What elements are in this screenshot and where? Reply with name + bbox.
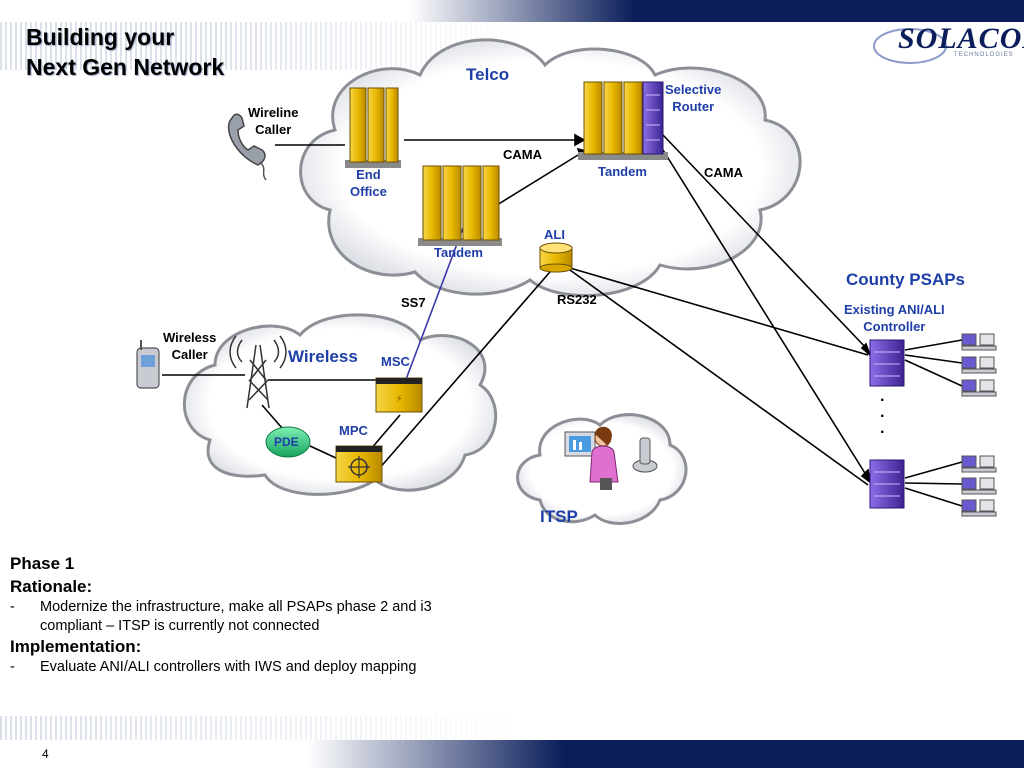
cell-phone-icon	[136, 340, 160, 389]
rationale-item-line-2: compliant – ITSP is currently not connec…	[40, 618, 320, 634]
slide-title-line-1: Building your	[26, 24, 175, 50]
mpc-server-icon	[335, 445, 383, 483]
psap-console-icon	[961, 356, 997, 374]
psap-console-icon	[961, 379, 997, 397]
controller-label: Existing ANI/ALI Controller	[844, 301, 945, 335]
ani-ali-controller-icon	[869, 339, 905, 387]
cama-label-2: CAMA	[704, 165, 743, 180]
ellipsis-dots: · · ·	[880, 393, 885, 441]
end-office-label-line-1: End	[356, 167, 381, 182]
psap-console-icon	[961, 499, 997, 517]
phase-content: Phase 1 Rationale: - Modernize the infra…	[10, 552, 570, 677]
wireline-caller-label: Wireline Caller	[248, 104, 298, 138]
link-tower-pde	[261, 404, 283, 429]
msc-label: MSC	[381, 354, 410, 369]
bottom-banner	[0, 740, 1024, 768]
controller-label-line-2: Controller	[863, 319, 926, 334]
psap-console-icon	[961, 333, 997, 351]
bottom-pattern	[0, 716, 520, 740]
network-diagram: ⚡	[136, 38, 997, 525]
dot-3: ·	[880, 424, 886, 441]
link-ss7	[404, 227, 464, 383]
mpc-label: MPC	[339, 423, 368, 438]
page-number: 4	[42, 747, 49, 761]
link-router-ctrl2	[657, 141, 869, 479]
phase-title: Phase 1	[10, 554, 75, 573]
psap-console-icon	[961, 455, 997, 473]
wireless-caller-label: Wireless Caller	[163, 329, 216, 363]
tandem-upper-label: Tandem	[598, 164, 647, 179]
top-banner	[0, 0, 1024, 22]
ss7-label: SS7	[401, 295, 426, 310]
link-router-ctrl1	[662, 134, 869, 351]
end-office-label: End Office	[350, 166, 387, 200]
wireless-caller-label-line-1: Wireless	[163, 330, 217, 345]
rationale-title: Rationale:	[10, 577, 93, 596]
link-ali-ctrl1	[569, 267, 869, 356]
selective-router-label-line-1: Selective	[665, 82, 722, 97]
solacom-logo-icon	[873, 28, 947, 64]
implementation-item-text: Evaluate ANI/ALI controllers with IWS an…	[40, 659, 417, 675]
itsp-label: ITSP	[540, 507, 578, 526]
wireline-caller-label-line-2: Caller	[255, 122, 292, 137]
selective-router-label: Selective Router	[665, 81, 721, 115]
link-tandem2-tandem	[496, 154, 579, 206]
county-psaps-label: County PSAPs	[846, 270, 966, 289]
rationale-item-line-1: Modernize the infrastructure, make all P…	[40, 599, 432, 615]
itsp-operator-icon	[564, 426, 658, 490]
wireless-caller-label-line-2: Caller	[171, 347, 208, 362]
psap-console-icon	[961, 477, 997, 495]
dot-2: ·	[880, 408, 886, 425]
end-office-server-icon	[345, 87, 401, 168]
dot-1: ·	[880, 392, 886, 409]
end-office-label-line-2: Office	[350, 184, 387, 199]
cama-label-1: CAMA	[503, 147, 542, 162]
implementation-item: - Evaluate ANI/ALI controllers with IWS …	[10, 658, 570, 677]
rs232-label: RS232	[557, 292, 597, 307]
logo-subtext: TECHNOLOGIES	[954, 52, 1014, 58]
pde-node-icon	[265, 426, 311, 458]
tandem-server-upper-icon	[578, 81, 668, 160]
slide-title-line-2: Next Gen Network	[26, 54, 225, 80]
wireline-caller-label-line-1: Wireline	[248, 105, 299, 120]
bullet-dash: -	[10, 599, 15, 615]
tandem-lower-label: Tandem	[434, 245, 483, 260]
cell-tower-icon	[229, 335, 287, 409]
controller-label-line-1: Existing ANI/ALI	[844, 302, 945, 317]
link-ali-ctrl2	[569, 269, 869, 486]
selective-router-icon	[642, 81, 664, 155]
link-msc-mpc	[369, 414, 401, 451]
ali-label: ALI	[544, 227, 565, 242]
telco-label: Telco	[466, 65, 510, 84]
svg-text:⚡: ⚡	[395, 394, 402, 405]
tandem-server-lower-icon	[418, 165, 502, 246]
msc-switch-icon: ⚡	[375, 377, 423, 413]
bullet-dash: -	[10, 659, 15, 675]
ali-database-icon	[539, 242, 573, 273]
link-pde-mpc	[309, 445, 337, 459]
connections	[162, 133, 963, 507]
rationale-item: - Modernize the infrastructure, make all…	[10, 598, 570, 636]
implementation-title: Implementation:	[10, 637, 142, 656]
psap-console-icons	[961, 333, 997, 517]
selective-router-label-line-2: Router	[672, 99, 715, 114]
link-ali-mpc	[377, 264, 557, 471]
logo-text: SOLACOM	[898, 22, 1024, 55]
wireless-label: Wireless	[288, 347, 358, 366]
wireline-phone-icon	[227, 113, 267, 181]
ani-ali-controller-icon-2	[869, 459, 905, 509]
slide-title: Building your Next Gen Network	[26, 22, 224, 82]
pde-label: PDE	[274, 435, 299, 449]
